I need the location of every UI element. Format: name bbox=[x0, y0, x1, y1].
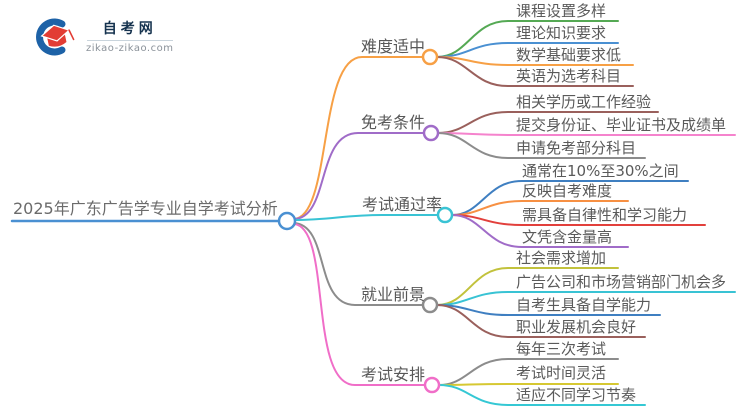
branch-line bbox=[293, 223, 426, 386]
logo-site-name: 自考网 bbox=[102, 21, 157, 37]
leaf-label: 社会需求增加 bbox=[516, 249, 607, 267]
logo-site-url: zikao-zikao.com bbox=[86, 43, 174, 54]
leaf-label: 英语为选考科目 bbox=[516, 67, 622, 85]
leaf-label: 广告公司和市场营销部门机会多 bbox=[516, 273, 727, 291]
root-node-circle[interactable] bbox=[277, 211, 297, 231]
leaf-label: 需具备自律性和学习能力 bbox=[522, 206, 688, 224]
branch-label-difficulty: 难度适中 bbox=[361, 37, 426, 56]
leaf-label: 相关学历或工作经验 bbox=[516, 93, 652, 111]
leaf-label: 理论知识要求 bbox=[516, 24, 607, 42]
leaf-label: 申请免考部分科目 bbox=[516, 139, 637, 157]
leaf-label: 考试时间灵活 bbox=[516, 364, 607, 382]
branch-line bbox=[293, 132, 425, 220]
site-logo[interactable]: 自考网 zikao-zikao.com bbox=[30, 16, 173, 58]
branch-label-exemption: 免考条件 bbox=[361, 113, 426, 132]
branch-node-circle[interactable] bbox=[423, 376, 441, 394]
branch-line bbox=[293, 56, 424, 220]
leaf-line bbox=[436, 20, 619, 58]
root-topic-label: 2025年广东广告学专业自学考试分析 bbox=[13, 199, 278, 218]
leaf-label: 职业发展机会良好 bbox=[516, 318, 637, 336]
logo-divider bbox=[86, 40, 173, 41]
graduation-cap-icon bbox=[36, 18, 75, 56]
branch-node-circle[interactable] bbox=[436, 206, 454, 224]
leaf-line bbox=[436, 56, 634, 87]
leaf-line bbox=[436, 304, 646, 338]
leaf-label: 课程设置多样 bbox=[516, 2, 607, 20]
leaf-line bbox=[436, 267, 619, 306]
branch-line bbox=[293, 222, 424, 306]
logo-text: 自考网 zikao-zikao.com bbox=[86, 20, 173, 54]
branch-label-pass-rate: 考试通过率 bbox=[362, 195, 443, 214]
leaf-label: 适应不同学习节奏 bbox=[516, 386, 637, 404]
branch-label-exam-schedule: 考试安排 bbox=[361, 365, 426, 384]
branch-node-circle[interactable] bbox=[421, 296, 439, 314]
leaf-line bbox=[437, 132, 646, 159]
leaf-label: 反映自考难度 bbox=[522, 182, 613, 200]
leaf-line bbox=[438, 383, 619, 386]
leaf-label: 数学基础要求低 bbox=[516, 46, 622, 64]
branch-node-circle[interactable] bbox=[421, 48, 439, 66]
branch-line bbox=[293, 214, 439, 221]
leaf-line bbox=[451, 214, 629, 248]
leaf-label: 通常在10%至30%之间 bbox=[522, 162, 679, 180]
leaf-line bbox=[438, 358, 619, 386]
leaf-label: 每年三次考试 bbox=[516, 340, 607, 358]
branch-label-employment: 就业前景 bbox=[361, 285, 426, 304]
branch-node-circle[interactable] bbox=[422, 124, 440, 142]
leaf-label: 自考生具备自学能力 bbox=[516, 296, 652, 314]
leaf-label: 文凭含金量高 bbox=[522, 228, 613, 246]
leaf-line bbox=[438, 384, 646, 406]
leaf-label: 提交身份证、毕业证书及成绩单 bbox=[516, 116, 727, 134]
